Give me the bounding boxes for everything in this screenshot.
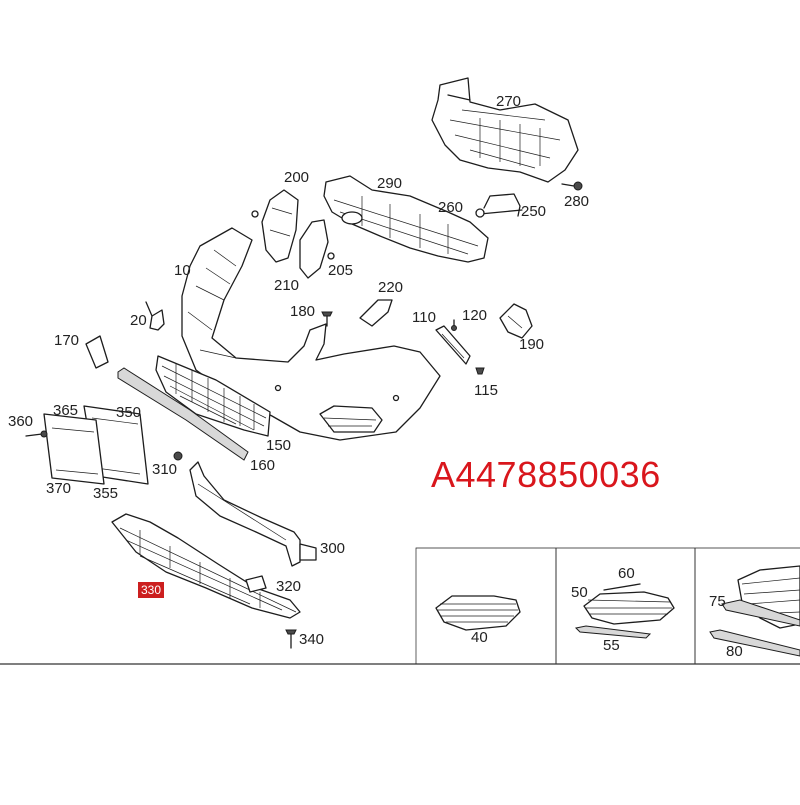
callout-365: 365 — [53, 402, 79, 419]
part-330-lower-spoiler — [111, 513, 301, 619]
part-80-strip — [709, 629, 800, 657]
callout-10: 10 — [174, 262, 191, 279]
callout-220: 220 — [378, 279, 404, 296]
callout-115: 115 — [474, 382, 498, 399]
part-200-bracket — [251, 189, 299, 263]
part-250-260-bracket — [475, 193, 523, 218]
part-300-lower-beam — [189, 461, 317, 567]
callout-310: 310 — [152, 461, 178, 478]
part-290-bracket — [323, 175, 489, 263]
callout-75: 75 — [709, 593, 726, 610]
part-360-screw — [25, 430, 48, 438]
part-180-clip — [321, 311, 333, 327]
callout-110: 110 — [412, 309, 436, 326]
part-365-plate-base — [43, 413, 105, 485]
callout-360: 360 — [8, 413, 34, 430]
callout-260: 260 — [438, 199, 464, 216]
part-280-screw — [561, 181, 583, 191]
part-210-bracket — [299, 219, 335, 279]
callout-50: 50 — [571, 584, 588, 601]
callout-270: 270 — [496, 93, 522, 110]
part-75-grille — [721, 565, 800, 629]
callout-370: 370 — [46, 480, 72, 497]
part-170-bracket — [85, 335, 109, 369]
part-320-clip — [245, 575, 267, 593]
part-150-grille — [155, 355, 271, 437]
part-40-fog-cover — [435, 595, 521, 631]
callout-170: 170 — [54, 332, 80, 349]
callout-210: 210 — [274, 277, 300, 294]
part-190-side-piece — [499, 303, 533, 339]
part-270-bracket — [431, 77, 579, 183]
callout-160: 160 — [250, 457, 276, 474]
callout-340: 340 — [299, 631, 325, 648]
part-120-screw — [451, 319, 457, 331]
callout-250: 250 — [521, 203, 547, 220]
part-110-guide — [435, 325, 471, 365]
part-310-clip — [173, 451, 183, 461]
callout-355: 355 — [93, 485, 119, 502]
callout-150: 150 — [266, 437, 292, 454]
part-160-strip — [117, 367, 249, 461]
callout-290: 290 — [377, 175, 403, 192]
callout-320: 320 — [276, 578, 302, 595]
part-55-strip — [574, 625, 652, 639]
callout-190: 190 — [519, 336, 545, 353]
part-340-screw — [285, 629, 297, 649]
callout-300: 300 — [320, 540, 346, 557]
callout-180: 180 — [290, 303, 316, 320]
callout-80: 80 — [726, 643, 743, 660]
part-50-fog-cover — [583, 583, 675, 625]
callout-280: 280 — [564, 193, 590, 210]
part-115-clip — [475, 367, 485, 375]
part-20-tow-cover — [145, 301, 165, 331]
part-220-bracket — [359, 299, 393, 327]
callout-350: 350 — [116, 404, 142, 421]
callout-200: 200 — [284, 169, 310, 186]
callout-55: 55 — [603, 637, 620, 654]
callout-205: 205 — [328, 262, 354, 279]
callout-330-highlighted: 330 — [138, 582, 165, 598]
inset-frame — [415, 547, 800, 664]
callout-120: 120 — [462, 307, 488, 324]
callout-20: 20 — [130, 312, 147, 329]
callout-40: 40 — [471, 629, 488, 646]
callout-60: 60 — [618, 565, 635, 582]
part-number-label: A4478850036 — [431, 454, 661, 495]
